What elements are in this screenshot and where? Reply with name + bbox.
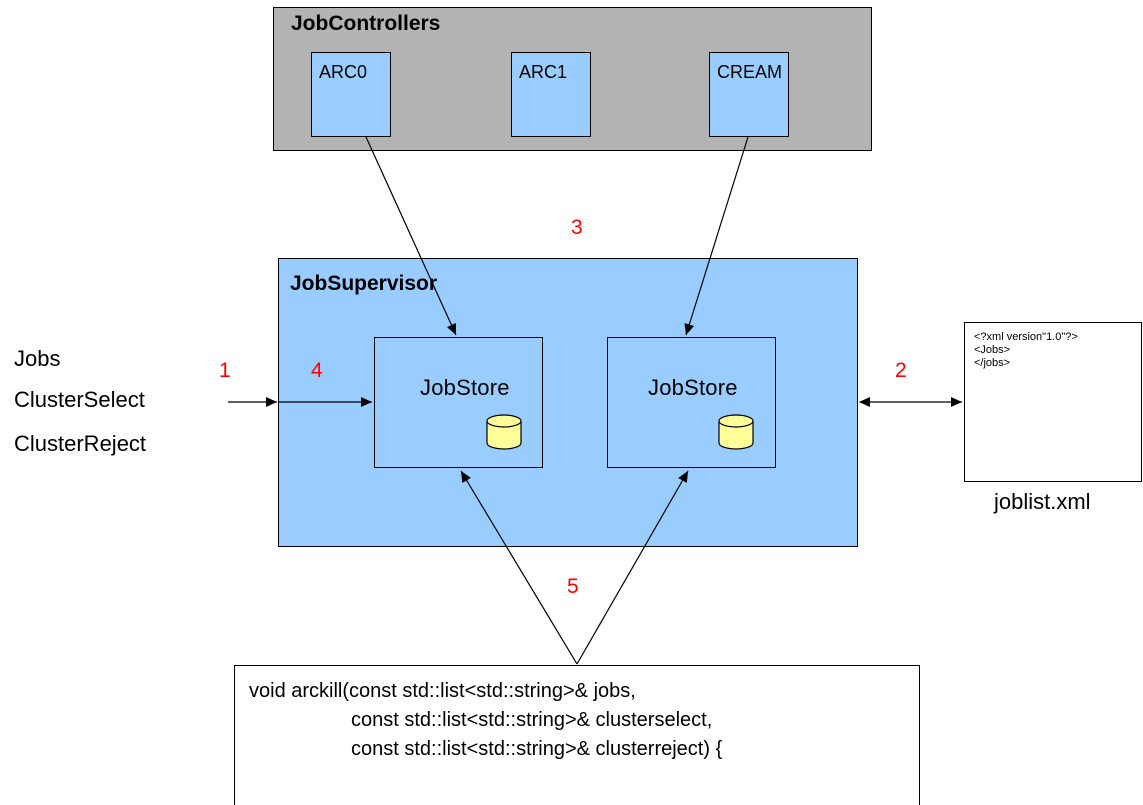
controller-arc0: ARC0 [311, 52, 391, 137]
code-line: void arckill(const std::list<std::string… [249, 680, 636, 702]
xml-line: <?xml version"1.0"?> [974, 331, 1078, 343]
step-number-5: 5 [567, 575, 579, 598]
input-clusterselect-label: ClusterSelect [14, 387, 145, 412]
database-icon [486, 414, 522, 450]
job-controllers-title: JobControllers [291, 12, 441, 35]
joblist-xml-document: <?xml version"1.0"?> <Jobs> </jobs> [964, 322, 1142, 482]
job-store-left: JobStore [374, 337, 543, 468]
arrow-cream-to-jobstore [684, 136, 749, 336]
job-supervisor-title: JobSupervisor [290, 272, 438, 295]
xml-line: </jobs> [974, 357, 1011, 369]
controller-cream: CREAM [709, 52, 789, 137]
joblist-xml-caption: joblist.xml [994, 489, 1091, 514]
arckill-code-box: void arckill(const std::list<std::string… [234, 665, 920, 805]
input-jobs-label: Jobs [14, 346, 61, 371]
arrow-code-to-right-jobstore [576, 470, 689, 665]
controller-cream-label: CREAM [717, 62, 783, 82]
step-number-3: 3 [571, 216, 583, 239]
input-clusterreject-label: ClusterReject [14, 431, 147, 456]
arrow-code-to-left-jobstore [460, 470, 578, 665]
code-line: const std::list<std::string>& clusterrej… [351, 738, 723, 760]
job-store-right-label: JobStore [648, 375, 738, 400]
step-number-2: 2 [895, 359, 907, 382]
code-line: const std::list<std::string>& clustersel… [351, 709, 713, 731]
controller-arc0-label: ARC0 [319, 62, 368, 82]
xml-line: <Jobs> [974, 344, 1011, 356]
controller-arc1-label: ARC1 [519, 62, 568, 82]
step-number-1: 1 [219, 359, 231, 382]
arrow-arc0-to-jobstore [365, 136, 457, 336]
job-store-right: JobStore [607, 337, 776, 468]
controller-arc1: ARC1 [511, 52, 591, 137]
job-store-left-label: JobStore [420, 375, 510, 400]
database-icon [718, 414, 754, 450]
step-number-4: 4 [311, 359, 323, 382]
